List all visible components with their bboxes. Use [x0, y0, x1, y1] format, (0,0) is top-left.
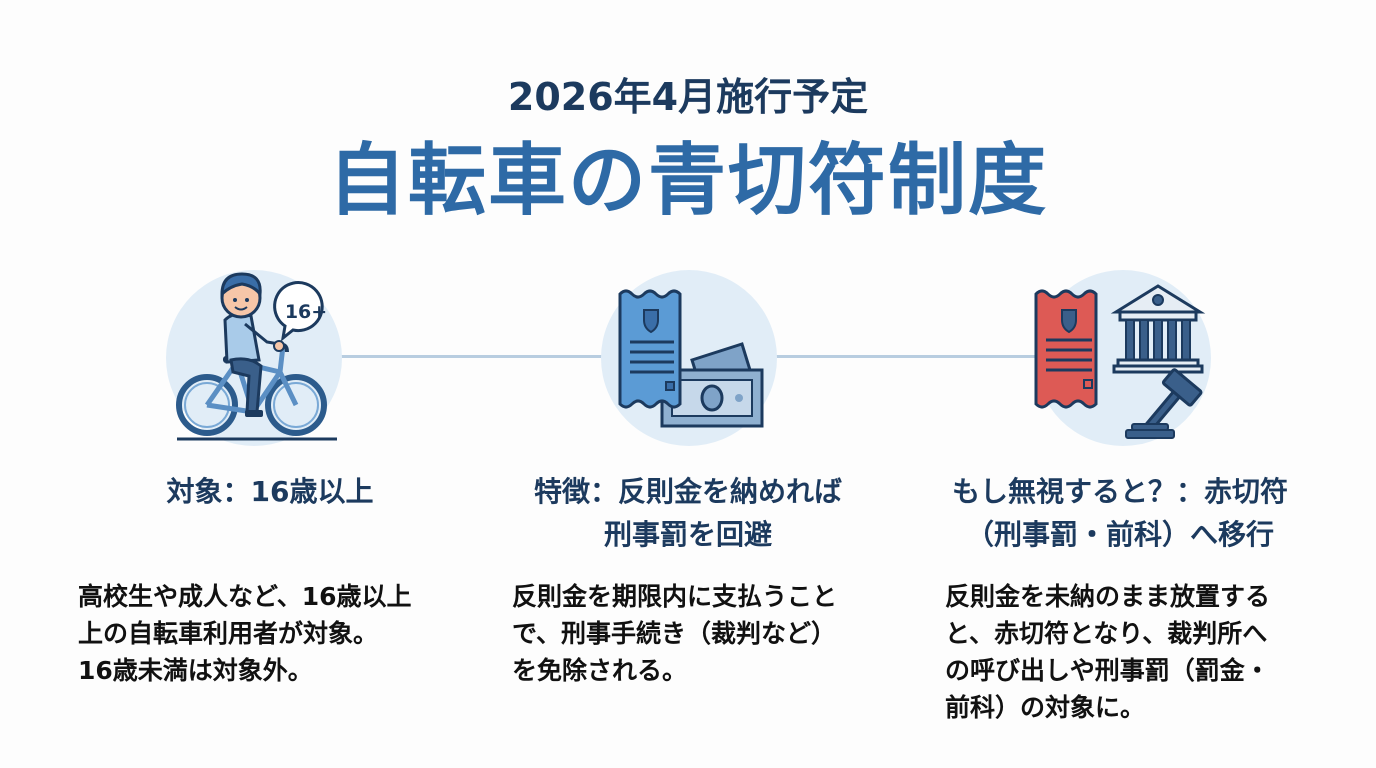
- effective-date-subtitle: 2026年4月施行予定: [507, 75, 869, 119]
- connector-line-1: [340, 355, 602, 358]
- column-3-heading: もし無視すると？：赤切符 （刑事罰・前科）へ移行: [951, 475, 1288, 551]
- column-2-description: 反則金を期限内に支払うこと で、刑事手続き（裁判など） を免除される。: [512, 582, 838, 685]
- blue-ticket-money-icon: [618, 289, 764, 428]
- column-1-heading: 対象：16歳以上: [166, 475, 374, 508]
- cyclist-16plus-icon: 16+: [176, 272, 337, 441]
- column-2-heading: 特徴：反則金を納めれば 刑事罰を回避: [533, 475, 842, 551]
- age-badge: 16+: [285, 301, 327, 323]
- column-3-description: 反則金を未納のまま放置する と、赤切符となり、裁判所へ の呼び出しや刑事罰（罰金…: [945, 582, 1271, 722]
- connector-line-2: [774, 355, 1036, 358]
- column-1-description: 高校生や成人など、16歳以上 上の自転車利用者が対象。 16歳未満は対象外。: [78, 582, 412, 685]
- page-title: 自転車の青切符制度: [327, 136, 1048, 226]
- red-ticket-court-gavel-icon: [1034, 284, 1206, 439]
